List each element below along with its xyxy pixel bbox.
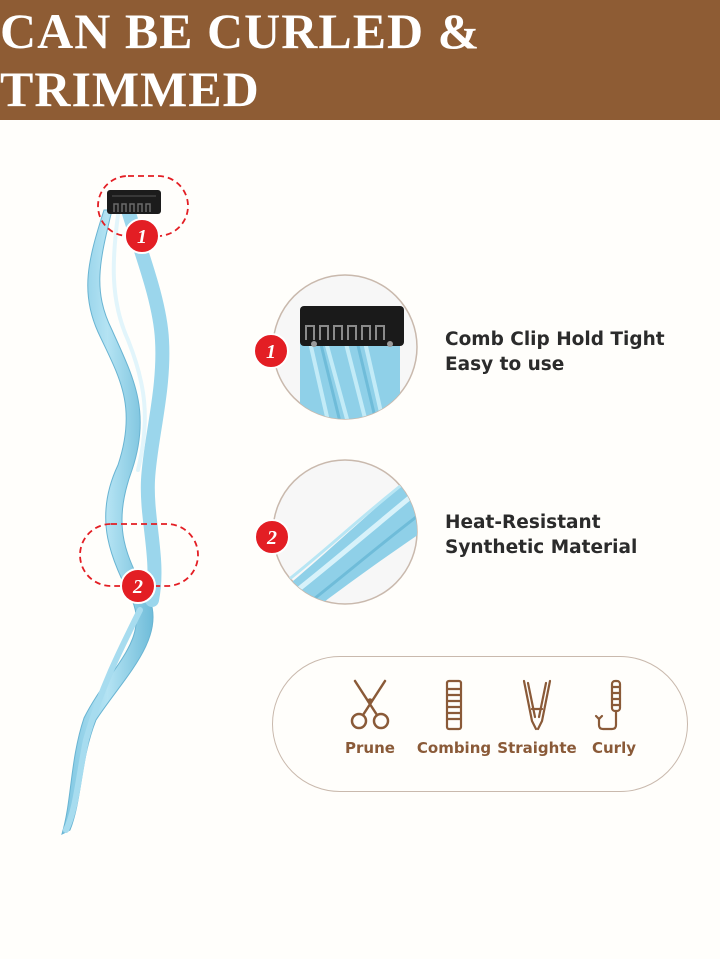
curling-iron-icon bbox=[594, 679, 622, 731]
tool-prune: Prune bbox=[325, 657, 415, 757]
tool-curly: Curly bbox=[569, 657, 659, 757]
feature-line: Heat-Resistant bbox=[445, 512, 601, 533]
hair-extension bbox=[61, 203, 170, 835]
svg-text:2: 2 bbox=[132, 576, 143, 598]
clip-highlight bbox=[97, 175, 189, 237]
tool-label: Prune bbox=[345, 739, 395, 757]
svg-text:1: 1 bbox=[137, 226, 147, 248]
zoom-circle-clip bbox=[272, 274, 418, 420]
scissors-icon bbox=[350, 679, 390, 730]
badge-two-zoom: 2 bbox=[254, 519, 290, 555]
tools-panel: Prune Combing Straighte bbox=[272, 656, 688, 792]
tool-label: Combing bbox=[416, 739, 492, 757]
tool-combing: Combing bbox=[409, 657, 499, 757]
header-banner: CAN BE CURLED & TRIMMED bbox=[0, 0, 720, 120]
feature-line: Easy to use bbox=[445, 354, 565, 375]
product-illustration: 1 2 1 2 bbox=[61, 175, 418, 835]
svg-text:2: 2 bbox=[266, 527, 277, 549]
badge-one-strand: 1 bbox=[124, 218, 160, 254]
tool-label: Straighte bbox=[497, 739, 577, 757]
feature-line: Comb Clip Hold Tight bbox=[445, 329, 665, 350]
badge-one-zoom: 1 bbox=[253, 333, 289, 369]
banner-title: CAN BE CURLED & TRIMMED bbox=[0, 3, 481, 117]
flat-iron-icon bbox=[522, 679, 552, 731]
comb-clip bbox=[107, 190, 161, 214]
comb-icon bbox=[445, 679, 463, 731]
tool-label: Curly bbox=[591, 739, 636, 757]
feature-clip-text: Comb Clip Hold Tight Easy to use bbox=[445, 327, 665, 377]
zoom-circle-fiber bbox=[272, 459, 418, 605]
feature-material-text: Heat-Resistant Synthetic Material bbox=[445, 510, 637, 560]
svg-text:1: 1 bbox=[266, 341, 276, 363]
feature-line: Synthetic Material bbox=[445, 537, 638, 558]
badge-two-strand: 2 bbox=[120, 568, 156, 604]
tool-straighten: Straighte bbox=[492, 657, 582, 757]
